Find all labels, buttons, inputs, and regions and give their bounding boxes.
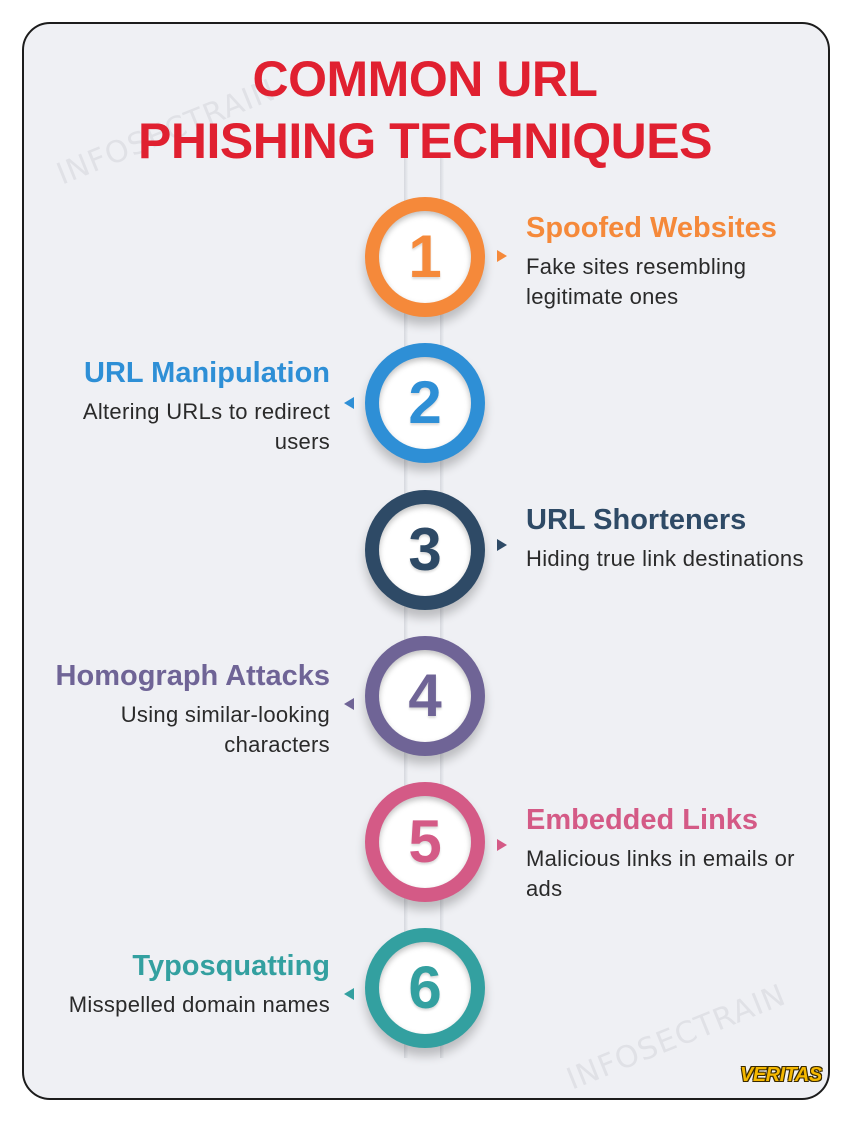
step-4-number: 4 [408,662,442,729]
step-4-arrow-icon [344,698,354,710]
step-3-text: URL Shorteners Hiding true link destinat… [526,503,816,574]
step-1-description: Fake sites resembling legitimate ones [526,253,747,309]
step-5-number: 5 [408,808,442,875]
step-3-number: 3 [408,516,442,583]
step-1-text: Spoofed Websites Fake sites resembling l… [526,211,816,312]
step-4-text: Homograph Attacks Using similar-looking … [40,659,330,760]
step-1-arrow-icon [497,250,507,262]
timeline-rail [440,158,444,1058]
step-3-circle: 3 [365,490,485,610]
step-2-heading: URL Manipulation [84,357,330,389]
step-4-circle: 4 [365,636,485,756]
step-2-text: URL Manipulation Altering URLs to redire… [40,356,330,457]
step-5-circle: 5 [365,782,485,902]
step-5-description: Malicious links in emails or ads [526,845,795,901]
step-6-number: 6 [408,954,442,1021]
step-4-heading: Homograph Attacks [55,660,330,692]
step-6-text: Typosquatting Misspelled domain names [40,949,330,1020]
step-1-heading: Spoofed Websites [526,212,777,244]
step-6-heading: Typosquatting [132,950,330,982]
step-5-heading: Embedded Links [526,804,759,836]
step-6-arrow-icon [344,988,354,1000]
step-2-description: Altering URLs to redirect users [82,398,330,454]
step-6-description: Misspelled domain names [68,991,330,1017]
timeline-rail [404,158,408,1058]
step-2-circle: 2 [365,343,485,463]
step-6-circle: 6 [365,928,485,1048]
step-3-heading: URL Shorteners [526,504,747,536]
step-3-description: Hiding true link destinations [526,545,804,571]
title-line-2: PHISHING TECHNIQUES [138,113,712,169]
step-2-arrow-icon [344,397,354,409]
step-4-description: Using similar-looking characters [120,701,330,757]
title-line-1: COMMON URL [252,51,598,107]
step-5-arrow-icon [497,839,507,851]
brand-logo: VERITAS [740,1064,822,1086]
step-2-number: 2 [408,369,442,436]
step-1-circle: 1 [365,197,485,317]
step-5-text: Embedded Links Malicious links in emails… [526,803,816,904]
step-3-arrow-icon [497,539,507,551]
step-1-number: 1 [408,223,442,290]
